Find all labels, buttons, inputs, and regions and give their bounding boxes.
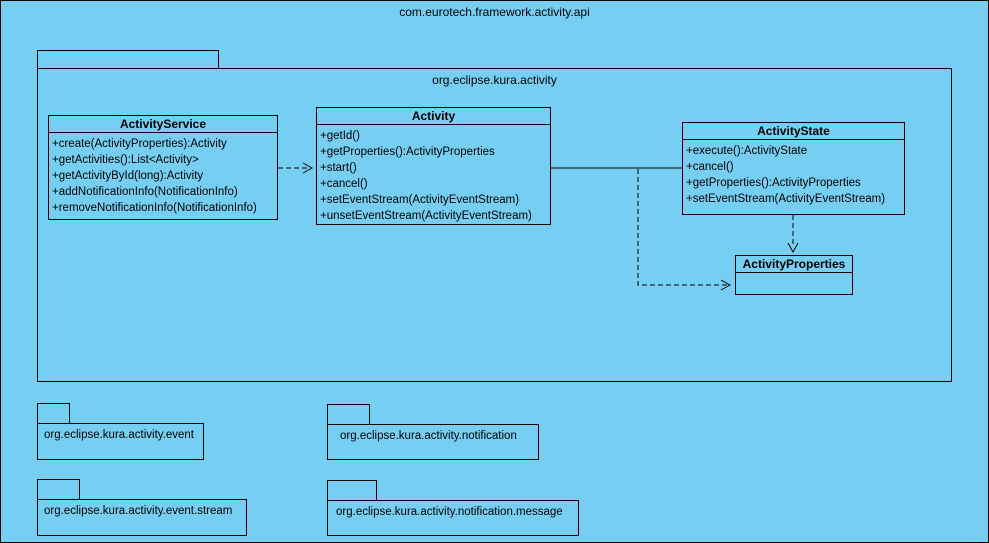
class-methods-activity: +getId() +getProperties():ActivityProper… xyxy=(317,125,550,224)
package-event-label: org.eclipse.kura.activity.event xyxy=(44,429,194,441)
package-notification-message-tab[interactable] xyxy=(327,480,377,501)
method-line: +setEventStream(ActivityEventStream) xyxy=(320,194,520,206)
method-line: +getActivities():List<Activity> xyxy=(52,154,199,166)
package-notification-message-label: org.eclipse.kura.activity.notification.m… xyxy=(336,506,563,518)
package-activity-title: org.eclipse.kura.activity xyxy=(432,73,557,87)
class-title-activitystate: ActivityState xyxy=(683,123,904,140)
method-line: +getActivityById(long):Activity xyxy=(52,170,204,182)
method-line: +getProperties():ActivityProperties xyxy=(686,177,861,189)
outer-package-title: com.eurotech.framework.activity.api xyxy=(399,5,590,19)
package-notification-tab[interactable] xyxy=(327,404,370,425)
package-activity-tab[interactable] xyxy=(37,50,219,69)
package-event-stream-label: org.eclipse.kura.activity.event.stream xyxy=(44,505,233,517)
method-line: +addNotificationInfo(NotificationInfo) xyxy=(52,186,238,198)
class-box-activityproperties[interactable]: ActivityProperties xyxy=(735,255,853,295)
class-title-activity: Activity xyxy=(317,108,550,125)
class-empty-compartment xyxy=(736,273,852,294)
class-methods-activityservice: +create(ActivityProperties):Activity +ge… xyxy=(49,133,277,216)
class-methods-activitystate: +execute():ActivityState +cancel() +getP… xyxy=(683,140,904,207)
method-line: +getId() xyxy=(320,130,360,142)
package-event-stream-body[interactable]: org.eclipse.kura.activity.event.stream xyxy=(37,499,247,536)
method-line: +unsetEventStream(ActivityEventStream) xyxy=(320,210,532,222)
method-line: +setEventStream(ActivityEventStream) xyxy=(686,193,886,205)
package-event-stream-tab[interactable] xyxy=(37,479,80,500)
class-box-activitystate[interactable]: ActivityState +execute():ActivityState +… xyxy=(682,122,905,215)
class-title-activityproperties: ActivityProperties xyxy=(736,256,852,273)
package-event-body[interactable]: org.eclipse.kura.activity.event xyxy=(37,423,204,460)
method-line: +removeNotificationInfo(NotificationInfo… xyxy=(52,202,257,214)
method-line: +cancel() xyxy=(686,161,734,173)
package-notification-label: org.eclipse.kura.activity.notification xyxy=(340,430,517,442)
class-box-activity[interactable]: Activity +getId() +getProperties():Activ… xyxy=(316,107,551,225)
package-event-tab[interactable] xyxy=(37,403,70,424)
package-notification-message-body[interactable]: org.eclipse.kura.activity.notification.m… xyxy=(327,500,579,536)
method-line: +execute():ActivityState xyxy=(686,145,808,157)
class-box-activityservice[interactable]: ActivityService +create(ActivityProperti… xyxy=(48,115,278,220)
package-notification-body[interactable]: org.eclipse.kura.activity.notification xyxy=(327,424,539,460)
class-title-activityservice: ActivityService xyxy=(49,116,277,133)
method-line: +cancel() xyxy=(320,178,368,190)
method-line: +start() xyxy=(320,162,357,174)
method-line: +getProperties():ActivityProperties xyxy=(320,146,495,158)
method-line: +create(ActivityProperties):Activity xyxy=(52,138,227,150)
